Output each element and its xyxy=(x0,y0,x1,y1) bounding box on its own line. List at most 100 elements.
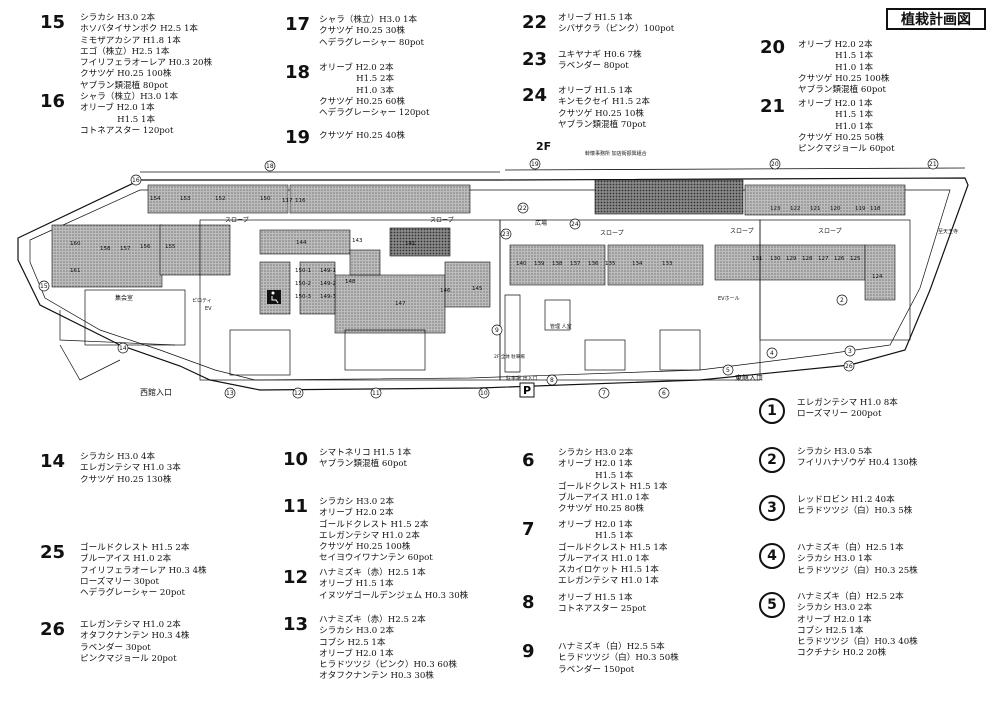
plant-entry: オリーブ H2.0 1本 xyxy=(319,648,394,659)
plant-entry: オリーブ H2.0 2本 xyxy=(319,508,394,519)
plant-entry: コブシ H2.5 1本 xyxy=(319,637,386,648)
plant-list-number: 16 xyxy=(40,91,66,112)
plant-entry: シラカシ H3.0 2本 xyxy=(319,626,395,637)
plant-entry: エレガンテシマ H1.0 2本 xyxy=(319,530,420,541)
plant-entry: ハナミズキ（白）H2.5 5本 xyxy=(558,642,665,652)
shop-label: 144 xyxy=(296,240,307,246)
office-label: 斡懐事務所 加店街振興組合 xyxy=(585,150,647,157)
plant-entry: シラカシ H3.0 5本 xyxy=(797,447,873,457)
marker-label: 24 xyxy=(571,221,579,228)
plant-list-number: 21 xyxy=(760,96,786,117)
shop-label: 157 xyxy=(120,246,131,252)
shop-label: 126 xyxy=(834,256,845,262)
plant-entry: H1.5 2本 xyxy=(319,74,395,85)
ev-hall-label: EVホール xyxy=(718,296,740,302)
plant-entry: ラベンダー 80pot xyxy=(558,61,629,72)
plant-entry: H1.5 1本 xyxy=(558,531,634,542)
plant-entry: H1.5 1本 xyxy=(798,110,874,121)
slope-label: スロープ xyxy=(430,217,454,224)
plant-entry: ハナミズキ（白）H2.5 1本 xyxy=(797,543,904,553)
marker-label: 13 xyxy=(226,390,234,397)
plant-list-number: 11 xyxy=(283,496,309,517)
shop-label: 134 xyxy=(632,261,643,267)
shop-label: 140 xyxy=(516,261,527,267)
shop-label: 127 xyxy=(818,256,829,262)
plant-entry: ブルーアイス H1.0 1本 xyxy=(558,553,650,564)
plant-entry: H1.0 1本 xyxy=(798,121,874,132)
page-title: 植栽計画図 xyxy=(886,8,986,30)
plant-entry: ヒラドツツジ（白）H0.3 25株 xyxy=(797,565,918,576)
slope-label: スロープ xyxy=(818,228,842,235)
shop-label: 161 xyxy=(70,268,81,274)
plant-list-number: 6 xyxy=(522,450,535,471)
shop-label: 118 xyxy=(870,206,881,212)
shop-label: 137 xyxy=(570,261,581,267)
plant-list-number: 2 xyxy=(759,447,785,473)
marker-label: 14 xyxy=(119,345,127,352)
accessibility-icon xyxy=(267,290,281,304)
shop-label: 149-3 xyxy=(320,294,336,300)
plant-entry: オタフクナンテン H0.3 4株 xyxy=(80,631,190,642)
plant-entry: クサツゲ H0.25 40株 xyxy=(319,131,405,141)
plant-list-number: 15 xyxy=(40,12,66,33)
west-entrance-label: 西館入口 xyxy=(140,387,172,397)
plant-entry: ゴールドクレスト H1.5 2本 xyxy=(80,543,190,553)
plant-list-number: 25 xyxy=(40,542,66,563)
marker-label: 21 xyxy=(929,161,937,168)
marker-label: 5 xyxy=(726,367,730,374)
shop-label: 124 xyxy=(872,274,883,280)
plant-entry: シャラ（株立）H3.0 1本 xyxy=(80,92,179,102)
plant-entry: シラカシ H3.0 1本 xyxy=(797,554,873,565)
plant-entry: ラベンダー 150pot xyxy=(558,664,635,675)
meeting-room-label: 集会室 xyxy=(115,294,133,302)
marker-label: 12 xyxy=(294,390,302,397)
shop-label: 139 xyxy=(534,261,545,267)
plant-entry: ローズマリー 200pot xyxy=(797,409,882,420)
plant-entry: シャラ（株立）H3.0 1本 xyxy=(319,15,418,25)
marker-label: 19 xyxy=(531,161,539,168)
slope-label: スロープ xyxy=(225,217,249,224)
east-entrance-label: 東館入口 xyxy=(735,373,763,382)
shop-label: 133 xyxy=(662,261,673,267)
planting-markers: 2 3 4 5 6 7 8 9 10 11 12 13 14 15 16 18 … xyxy=(38,158,939,399)
shop-label: 149-1 xyxy=(320,268,336,274)
plant-entry: オリーブ H1.5 1本 xyxy=(319,579,394,590)
plant-entry: ハナミズキ（赤）H2.5 2本 xyxy=(319,615,426,625)
plant-entry: オリーブ H1.5 1本 xyxy=(558,593,633,603)
plant-entry: ラベンダー 30pot xyxy=(80,642,151,653)
shop-label: 122 xyxy=(790,206,801,212)
marker-label: 22 xyxy=(519,205,527,212)
shop-label: 152 xyxy=(215,196,226,202)
marker-label: 6 xyxy=(662,390,666,397)
plant-entry: ヒラドツツジ（白）H0.3 5株 xyxy=(797,506,913,517)
shop-label: 120 xyxy=(830,206,841,212)
plant-entry: オタフクナンテン H0.3 30株 xyxy=(319,671,434,682)
plant-entry: ヒラドツツジ（ピンク）H0.3 60株 xyxy=(319,660,457,671)
plant-entry: スカイロケット H1.5 1本 xyxy=(558,565,659,576)
plant-entry: エレガンテシマ H1.0 2本 xyxy=(80,620,181,630)
marker-label: 8 xyxy=(550,377,554,384)
plant-list-number: 1 xyxy=(759,398,785,424)
plant-list-number: 3 xyxy=(759,495,785,521)
shop-label: 130 xyxy=(770,256,781,262)
shop-label: 136 xyxy=(588,261,599,267)
plant-entry: レッドロビン H1.2 40本 xyxy=(797,495,895,505)
shop-label: 135 xyxy=(605,261,616,267)
plant-entry: クサツゲ H0.25 30株 xyxy=(319,26,405,37)
plant-entry: ヤブラン類混植 70pot xyxy=(558,119,646,130)
plant-entry: オリーブ H2.0 1本 xyxy=(558,459,633,470)
shop-label: 153 xyxy=(180,196,191,202)
plant-entry: ゴールドクレスト H1.5 1本 xyxy=(558,542,668,553)
shop-label: 143 xyxy=(352,238,363,244)
slope-label: スロープ xyxy=(600,230,624,237)
plant-entry: クサツゲ H0.25 60株 xyxy=(319,96,405,107)
shop-label: 150-2 xyxy=(295,281,311,287)
plaza-label: 広場 xyxy=(535,219,547,227)
plant-entry: エゴ（株立）H2.5 1本 xyxy=(80,46,170,57)
plant-list-number: 12 xyxy=(283,567,309,588)
marker-label: 20 xyxy=(771,161,779,168)
plant-entry: クサツゲ H0.25 10株 xyxy=(558,108,644,119)
shop-label: 131 xyxy=(752,256,763,262)
plant-entry: H1.0 1本 xyxy=(798,62,874,73)
